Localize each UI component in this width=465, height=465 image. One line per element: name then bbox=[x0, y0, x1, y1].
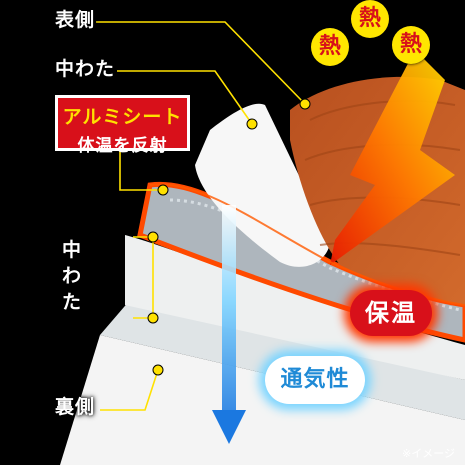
warmth-badge: 保温 bbox=[350, 290, 432, 336]
label-batting-top: 中わた bbox=[55, 58, 116, 80]
airflow-arrow-icon bbox=[212, 410, 246, 444]
label-inner-side: 裏側 bbox=[55, 396, 96, 418]
batting-char-2: わ bbox=[61, 265, 82, 287]
image-note: ※イメージ bbox=[402, 447, 455, 460]
breathability-badge: 通気性 bbox=[265, 356, 365, 404]
heat-badge-2: 熱 bbox=[351, 0, 389, 38]
batting-char-3: た bbox=[61, 291, 82, 313]
label-batting-vertical: 中 わ た bbox=[60, 237, 84, 315]
layer-top-batting bbox=[195, 103, 330, 267]
aluminium-sheet-title: アルミシート bbox=[62, 106, 183, 128]
label-aluminium-sheet: アルミシート 体温を反射 bbox=[55, 95, 190, 156]
airflow-arrow-shaft bbox=[222, 205, 236, 420]
layer-middle-batting bbox=[125, 235, 465, 380]
label-outer-side: 表側 bbox=[55, 9, 96, 31]
heat-arrow-icon bbox=[330, 50, 455, 265]
leader-lines bbox=[96, 21, 306, 411]
leader-dots bbox=[147, 98, 311, 376]
heat-badge-3: 熱 bbox=[392, 26, 430, 64]
batting-char-1: 中 bbox=[61, 239, 82, 261]
heat-badge-1: 熱 bbox=[311, 28, 349, 66]
aluminium-sheet-subtitle: 体温を反射 bbox=[77, 136, 168, 156]
